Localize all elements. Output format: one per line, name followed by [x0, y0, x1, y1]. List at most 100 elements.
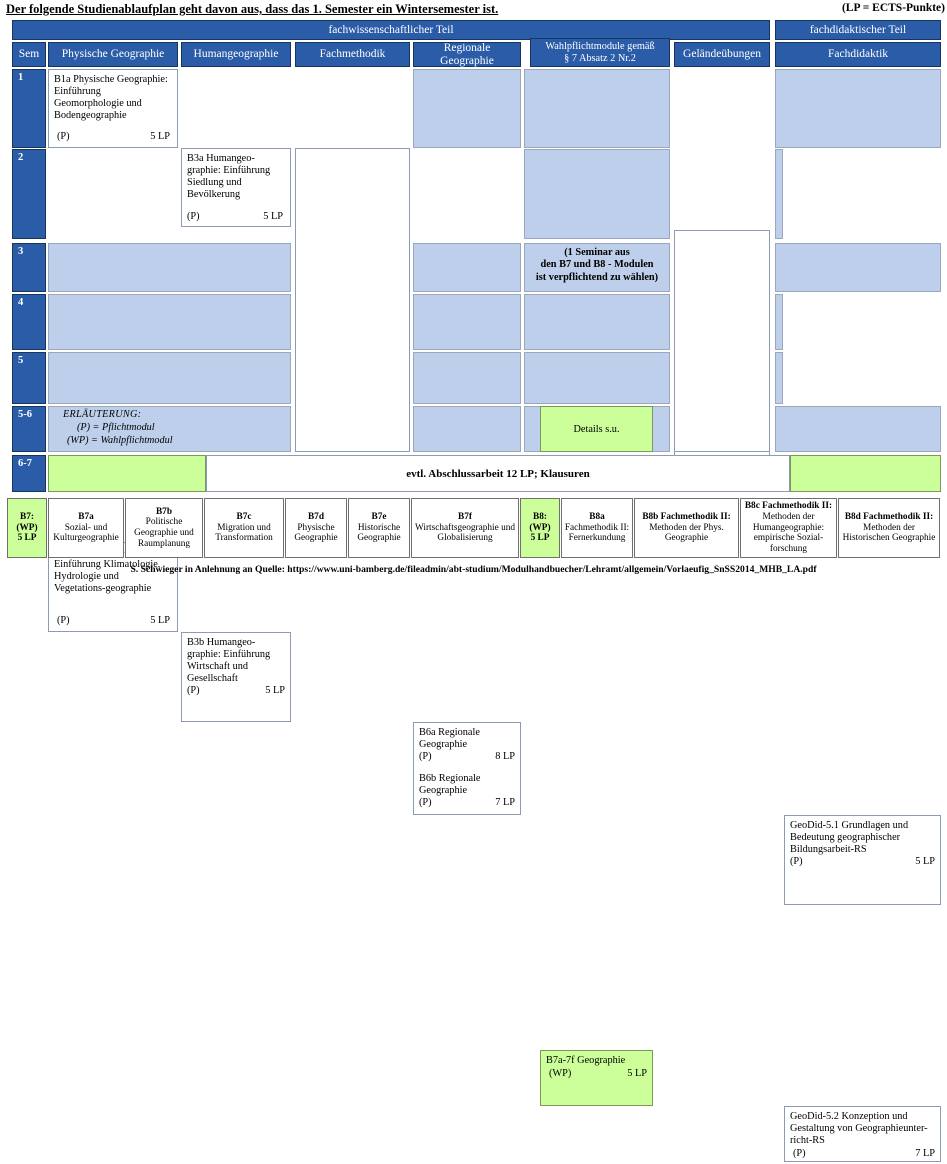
bottom-module-b7f: B7f Wirtschaftsgeographie und Globalisie…	[411, 498, 519, 558]
module-geodid-5-1: GeoDid-5.1 Grundlagen und Bedeutung geog…	[784, 815, 941, 905]
column-header-regionale-geographie: Regionale Geographie	[413, 42, 521, 67]
module-b7a-7f-title: B7a-7f Geographie	[546, 1055, 626, 1066]
wahlpflicht-line-2: § 7 Absatz 2 Nr.2	[564, 52, 636, 64]
legend-line-2: (WP) = Wahlpflichtmodul	[67, 434, 173, 446]
module-b3b-title: B3b Humangeo-graphie: Einführung Wirtsch…	[187, 637, 271, 685]
module-geodid-5-2-title: GeoDid-5.2 Konzeption und Gestaltung von…	[790, 1111, 928, 1147]
spacer-r5-fachdidaktik	[775, 352, 783, 404]
module-b7a-7f: B7a-7f Geographie (WP) 5 LP	[540, 1050, 653, 1106]
seminar-note-line-3: ist verpflichtend zu wählen)	[535, 271, 659, 283]
legend-line-1: (P) = Pflichtmodul	[77, 421, 155, 433]
bottom-module-b7b: B7b Politische Geographie und Raumplanun…	[125, 498, 203, 558]
studienablaufplan-diagram: Der folgende Studienablaufplan geht davo…	[6, 2, 945, 1162]
sem-cell-3: 3	[12, 243, 46, 292]
bottom-module-11-text: Methoden der Historischen Geographie	[842, 522, 936, 544]
group-header-fachdidaktisch: fachdidaktischer Teil	[775, 20, 941, 40]
spacer-r2-fachdidaktik	[775, 149, 783, 239]
module-b7a-7f-type: (WP)	[549, 1068, 572, 1080]
module-b1b-lp: 5 LP	[150, 614, 170, 626]
empty-cell-r4-left	[48, 294, 291, 350]
bottom-module-b8b: B8b Fachmethodik II: Methoden der Phys. …	[634, 498, 739, 558]
empty-cell-r5-left	[48, 352, 291, 404]
bottom-module-5-text: Historische Geographie	[357, 522, 401, 544]
module-b1b-type: (P)	[57, 614, 70, 626]
module-geodid-5-2-type: (P)	[793, 1148, 806, 1160]
module-b3a: B3a Humangeo-graphie: Einführung Siedlun…	[181, 148, 291, 227]
seminar-note-line-2: den B7 und B8 - Modulen	[540, 259, 654, 271]
column-header-wahlpflichtmodule: Wahlpflichtmodule gemäß § 7 Absatz 2 Nr.…	[530, 38, 670, 67]
abschlussarbeit-cell: evtl. Abschlussarbeit 12 LP; Klausuren	[206, 455, 790, 492]
wahlpflicht-r5-bg	[524, 352, 670, 404]
bottom-module-b8a: B8a Fachmethodik II: Fernerkundung	[561, 498, 633, 558]
source-footer: S. Schwieger in Anlehnung an Quelle: htt…	[130, 564, 817, 575]
module-b6a-type: (P)	[419, 751, 432, 763]
bottom-module-2-code: B7b	[155, 506, 173, 517]
wahlpflicht-line-1: Wahlpflichtmodule gemäß	[545, 41, 655, 53]
bottom-module-b7e: B7e Historische Geographie	[348, 498, 410, 558]
empty-cell-r3-left	[48, 243, 291, 292]
gelaende-open-block	[674, 230, 770, 452]
bottom-module-4-text: Physische Geographie	[294, 522, 338, 544]
empty-cell-r1-regionale	[413, 69, 521, 148]
module-b6b-type: (P)	[419, 797, 432, 809]
module-b3a-title: B3a Humangeo-graphie: Einführung Siedlun…	[187, 153, 271, 201]
bottom-module-0-code: B7:	[20, 511, 34, 522]
module-geodid-5-2-lp: 7 LP	[915, 1148, 935, 1160]
module-b1a: B1a Physische Geographie: Einführung Geo…	[48, 69, 178, 148]
bottom-module-6-code: B7f	[458, 511, 472, 522]
module-geodid-5-1-type: (P)	[790, 856, 803, 868]
column-header-fachmethodik: Fachmethodik	[295, 42, 410, 67]
module-b3a-type: (P)	[187, 210, 200, 222]
module-b1a-type: (P)	[57, 130, 70, 142]
module-b3b: B3b Humangeo-graphie: Einführung Wirtsch…	[181, 632, 291, 722]
column-header-gelaendeuebungen: Geländeübungen	[674, 42, 770, 67]
bottom-module-0-type: (WP)	[16, 522, 38, 533]
details-label: Details s.u.	[573, 423, 620, 435]
bottom-module-b7a: B7a Sozial- und Kulturgeographie	[48, 498, 124, 558]
empty-cell-r4-regionale	[413, 294, 521, 350]
sem-cell-1: 1	[12, 69, 46, 148]
bottom-module-0-lp: 5 LP	[17, 533, 37, 544]
module-geodid-5-1-lp: 5 LP	[915, 856, 935, 868]
module-b3b-type: (P)	[187, 685, 200, 697]
bottom-module-8-code: B8a	[589, 511, 605, 522]
sem-cell-5: 5	[12, 352, 46, 404]
module-geodid-5-1-title: GeoDid-5.1 Grundlagen und Bedeutung geog…	[790, 820, 909, 856]
bottom-module-7-lp: 5 LP	[530, 533, 550, 544]
bottom-module-7-type: (WP)	[529, 522, 551, 533]
bottom-module-3-code: B7c	[236, 511, 252, 522]
bottom-module-b8c: B8c Fachmethodik II: Methoden der Humang…	[740, 498, 837, 558]
empty-cell-r56-fachdidaktik	[775, 406, 941, 452]
sem-cell-4: 4	[12, 294, 46, 350]
bottom-module-1-text: Sozial- und Kulturgeographie	[53, 522, 119, 544]
group-header-fachwissenschaftlich: fachwissenschaftlicher Teil	[12, 20, 770, 40]
bottom-module-3-text: Migration und Transformation	[215, 522, 273, 544]
bottom-module-11-code: B8d Fachmethodik II:	[844, 511, 934, 522]
bottom-module-10-code: B8c Fachmethodik II:	[744, 501, 833, 512]
abschluss-green-left	[48, 455, 206, 492]
bottom-module-b8-header: B8: (WP) 5 LP	[520, 498, 560, 558]
empty-cell-r5-regionale	[413, 352, 521, 404]
sem-cell-6-7: 6-7	[12, 455, 46, 492]
bottom-module-8-text: Fachmethodik II: Fernerkundung	[564, 522, 630, 544]
legend-cell: ERLÄUTERUNG: (P) = Pflichtmodul (WP) = W…	[48, 406, 291, 452]
bottom-module-2-text: Politische Geographie und Raumplanung	[134, 517, 194, 549]
wahlpflicht-r4-bg	[524, 294, 670, 350]
empty-cell-r1-fachdidaktik	[775, 69, 941, 148]
seminar-note-cell: (1 Seminar aus den B7 und B8 - Modulen i…	[524, 243, 670, 292]
bottom-module-10-text: Methoden der Humangeographie: empirische…	[752, 511, 825, 555]
empty-cell-r1-wahlpflicht	[524, 69, 670, 148]
bottom-module-7-code: B8:	[533, 511, 547, 522]
legend-heading: ERLÄUTERUNG:	[63, 409, 142, 420]
bottom-module-9-text: Methoden der Phys. Geographie	[649, 522, 724, 544]
module-b6b-lp: 7 LP	[495, 797, 515, 809]
empty-cell-r2-wahlpflicht	[524, 149, 670, 239]
column-header-fachdidaktik: Fachdidaktik	[775, 42, 941, 67]
abschluss-green-right	[790, 455, 941, 492]
column-header-sem: Sem	[12, 42, 46, 67]
module-b7a-7f-lp: 5 LP	[627, 1068, 647, 1080]
module-b1a-lp: 5 LP	[150, 130, 170, 142]
bottom-module-1-code: B7a	[78, 511, 94, 522]
module-b3a-lp: 5 LP	[263, 210, 283, 222]
lp-legend-note: (LP = ECTS-Punkte)	[841, 2, 945, 14]
